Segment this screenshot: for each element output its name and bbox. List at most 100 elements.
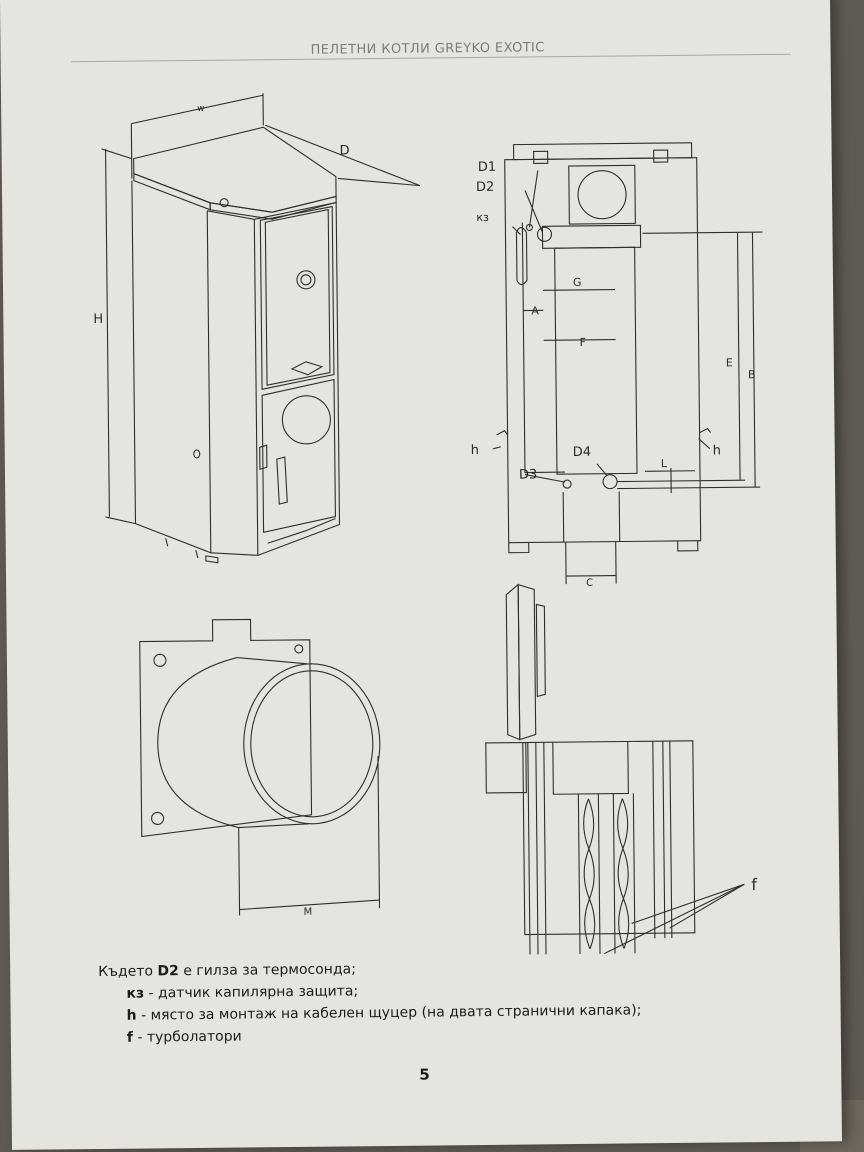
- h-ext-top: [101, 148, 132, 160]
- legend-text-kz: - датчик капилярна защита;: [143, 983, 359, 1002]
- turbulator-tubes: [577, 793, 636, 959]
- legend-text-h: - място за монтаж на кабелен щуцер (на д…: [136, 1002, 642, 1024]
- turbulator-spiral-2b: [617, 798, 630, 949]
- turbulator-spiral-1b: [583, 798, 596, 950]
- f-leader-1: [603, 883, 745, 955]
- pipe-back-edge: [157, 657, 239, 829]
- boiler-front-left-panel: [207, 210, 259, 556]
- label-G: G: [573, 276, 582, 289]
- c-dimension-line: [566, 575, 617, 577]
- label-E: E: [726, 356, 733, 369]
- e-dimension-line: [736, 232, 741, 481]
- label-A: A: [531, 304, 539, 317]
- label-h-right: h: [713, 443, 721, 458]
- d3-port: [562, 479, 572, 489]
- label-B: B: [748, 368, 756, 381]
- top-knob: [219, 198, 229, 208]
- d4-port: [602, 474, 618, 490]
- d-dimension-line: [265, 124, 421, 187]
- label-F: F: [580, 336, 586, 349]
- hopper-lid: [517, 583, 537, 741]
- pipe-front-inner: [250, 670, 374, 818]
- label-L: L: [661, 457, 668, 470]
- d-ext-line: [337, 177, 421, 187]
- boiler-rear-drawing: [492, 142, 763, 585]
- b-dimension-line: [751, 232, 756, 488]
- label-C: C: [586, 578, 593, 589]
- f-leader-2: [631, 883, 745, 924]
- lift-bracket-left: [533, 150, 549, 164]
- label-D4: D4: [573, 445, 591, 460]
- rear-inner-outline: [521, 222, 695, 474]
- boiler-top-rim: [133, 172, 211, 211]
- label-f: f: [751, 875, 757, 894]
- legend-key-kz: кз: [126, 985, 145, 1002]
- boiler-side-panel: [131, 180, 212, 554]
- h-dimension-line: [105, 148, 110, 517]
- lid-hinge-plate: [535, 603, 546, 698]
- b-ext-bottom: [617, 486, 761, 490]
- boiler-base: [267, 518, 336, 544]
- legend-intro-text: е гилза за термосонда;: [178, 961, 356, 980]
- side-screw: [193, 449, 201, 459]
- section-left-walls: [527, 742, 547, 960]
- upper-door-port: [296, 270, 316, 290]
- plate-hole-bottom-left: [151, 811, 165, 825]
- m-dimension-line: [239, 899, 380, 911]
- boiler-perspective-drawing: [101, 93, 421, 564]
- upper-door: [259, 205, 335, 390]
- upper-door-port-inner: [300, 274, 312, 286]
- flue-flange: [568, 164, 636, 225]
- legend: Където D2 е гилза за термосонда; кз - да…: [98, 955, 642, 1049]
- legend-intro-key: D2: [157, 963, 179, 980]
- pipe-top-edge: [236, 657, 308, 665]
- w-dimension-line: [131, 94, 264, 125]
- section-turbulator-drawing: [485, 583, 745, 960]
- manual-page: ПЕЛЕТНИ КОТЛИ GREYKO EXOTIC: [0, 0, 842, 1150]
- m-ext-left: [238, 827, 241, 916]
- pipe-front-ring: [243, 663, 381, 825]
- g-dimension-line: [543, 289, 616, 291]
- turbulator-spiral-2: [617, 798, 629, 949]
- boiler-feet: [165, 538, 219, 564]
- pipe-bottom-edge: [238, 823, 309, 829]
- f-dimension-line: [543, 339, 616, 341]
- section-body: [522, 740, 696, 936]
- burner-opening: [281, 395, 331, 445]
- d1-port: [536, 226, 553, 242]
- section-side-box: [485, 741, 527, 794]
- section-top-chamber: [552, 741, 629, 795]
- boiler-top-front-rim: [209, 195, 337, 220]
- label-D1: D1: [478, 160, 496, 175]
- h-connector-left: [496, 430, 509, 436]
- rear-leader-lines: [492, 170, 711, 483]
- label-M: M: [304, 907, 313, 918]
- legend-item-f: f - турболатори: [99, 1021, 642, 1049]
- label-D: D: [340, 143, 350, 158]
- label-kz: кз: [476, 211, 489, 224]
- section-right-walls: [652, 741, 673, 939]
- label-D2: D2: [476, 180, 494, 195]
- e-ext-bottom: [617, 479, 746, 483]
- flue-outlet: [577, 170, 627, 220]
- page-number: 5: [419, 1065, 430, 1084]
- upper-door-inner: [264, 208, 331, 386]
- legend-key-h: h: [126, 1007, 137, 1024]
- adapter-plate: [139, 618, 313, 838]
- plate-hole-top-left: [153, 653, 167, 667]
- lift-bracket-right: [653, 149, 669, 163]
- rear-body: [504, 157, 702, 544]
- lower-door: [261, 378, 336, 533]
- d2-sleeve: [515, 227, 528, 286]
- rear-legs: [562, 491, 621, 543]
- boiler-top: [133, 126, 337, 213]
- w-ext-left: [130, 123, 133, 179]
- f-leader-3: [669, 883, 745, 929]
- rear-inspection-panel: [554, 246, 638, 475]
- m-ext-right: [377, 756, 381, 909]
- brand-logo: [290, 361, 324, 376]
- legend-intro-prefix: Където: [98, 963, 158, 981]
- flue-adapter-drawing: [139, 618, 381, 916]
- door-handle: [276, 456, 288, 505]
- hopper-lid-side: [505, 583, 521, 741]
